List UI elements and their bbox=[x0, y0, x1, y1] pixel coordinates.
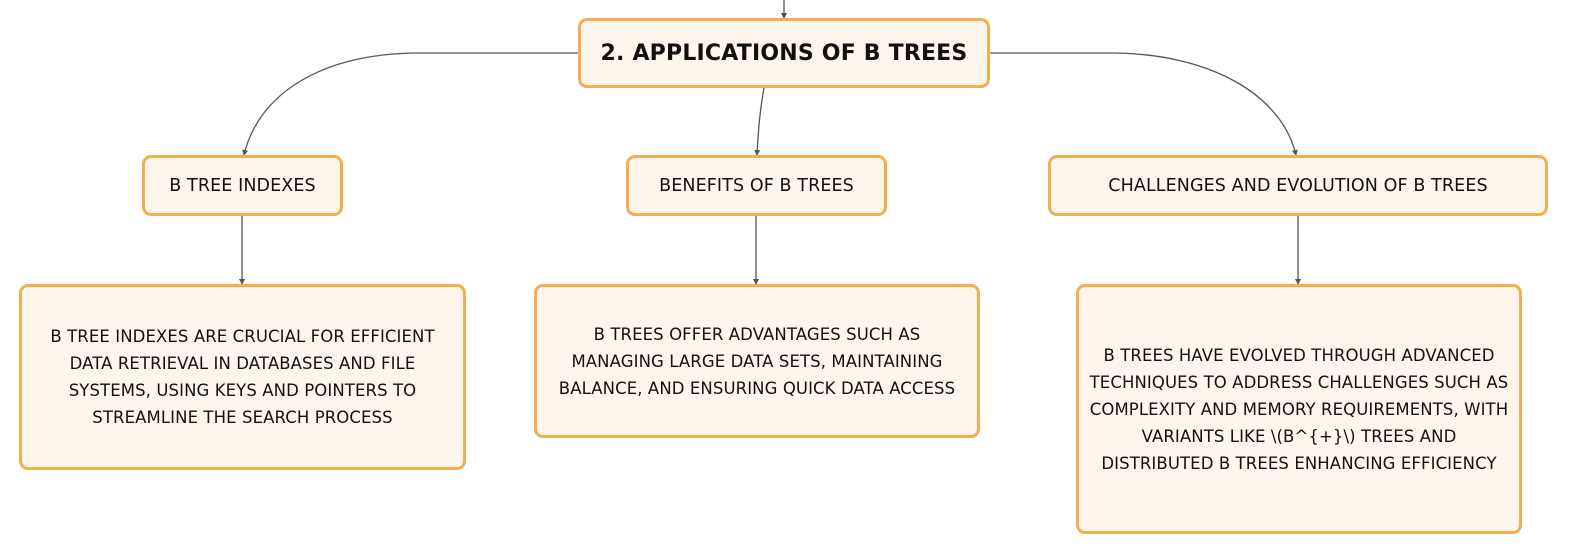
detail-node-b-tree-indexes[interactable]: B TREE INDEXES ARE CRUCIAL FOR EFFICIENT… bbox=[19, 284, 466, 470]
connector-title-to-topic-2 bbox=[754, 87, 765, 156]
connector-title-to-topic-1 bbox=[242, 52, 578, 156]
topic-node-challenges-evolution[interactable]: CHALLENGES AND EVOLUTION OF B TREES bbox=[1048, 155, 1548, 216]
detail-node-benefits[interactable]: B TREES OFFER ADVANTAGES SUCH AS MANAGIN… bbox=[534, 284, 980, 438]
topic-label: B TREE INDEXES bbox=[169, 175, 316, 196]
topic-label: CHALLENGES AND EVOLUTION OF B TREES bbox=[1108, 175, 1488, 196]
connector-title-to-topic-3 bbox=[990, 52, 1298, 156]
detail-node-challenges-evolution[interactable]: B TREES HAVE EVOLVED THROUGH ADVANCED TE… bbox=[1076, 284, 1522, 534]
detail-text: B TREES HAVE EVOLVED THROUGH ADVANCED TE… bbox=[1089, 345, 1509, 473]
topic-label: BENEFITS OF B TREES bbox=[659, 175, 854, 196]
detail-text: B TREES OFFER ADVANTAGES SUCH AS MANAGIN… bbox=[558, 324, 956, 398]
diagram-title: 2. APPLICATIONS OF B TREES bbox=[600, 40, 968, 66]
topic-node-benefits[interactable]: BENEFITS OF B TREES bbox=[626, 155, 887, 216]
detail-text: B TREE INDEXES ARE CRUCIAL FOR EFFICIENT… bbox=[50, 327, 435, 427]
topic-node-b-tree-indexes[interactable]: B TREE INDEXES bbox=[142, 155, 343, 216]
diagram-title-node[interactable]: 2. APPLICATIONS OF B TREES bbox=[578, 18, 990, 88]
